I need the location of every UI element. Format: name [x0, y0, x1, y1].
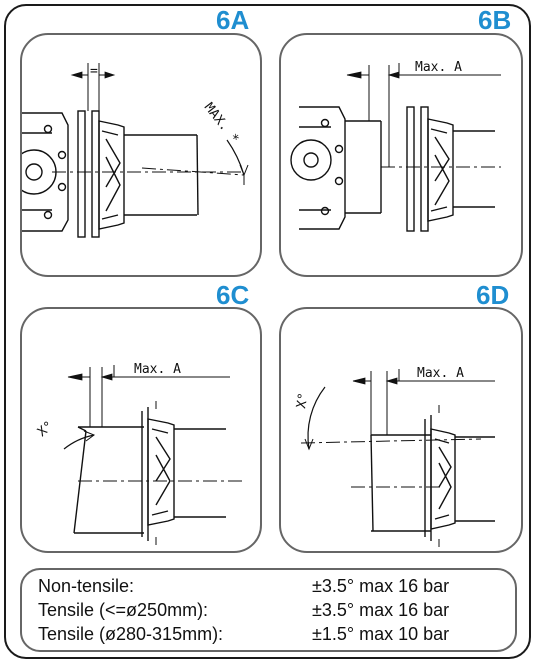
dim-label-6d: Max. A [417, 366, 464, 381]
panel-6b: Max. A [279, 33, 523, 277]
diagram-6d: Max. A X° [294, 366, 495, 547]
angle-label-6c: X° [35, 419, 57, 441]
dim-label-6c: Max. A [134, 362, 181, 377]
legend-label: Non-tensile: [38, 576, 135, 596]
diagram-6b: Max. A [290, 60, 501, 232]
diagram-6c: Max. A X° [35, 362, 242, 545]
legend-row-non-tensile: Non-tensile: ±3.5° max 16 bar [38, 576, 503, 598]
diagram-6a: = MAX. * [22, 63, 249, 238]
legend-row-tensile-small: Tensile (<=ø250mm): ±3.5° max 16 bar [38, 600, 503, 622]
angle-label-6d: X° [294, 392, 311, 410]
panel-label-6b: 6B [478, 5, 512, 35]
panel-label-6c: 6C [216, 280, 250, 310]
dim-label-6b: Max. A [415, 60, 462, 75]
panel-6d: Max. A X° [279, 307, 523, 553]
legend-label: Tensile (<=ø250mm): [38, 600, 209, 620]
dim-label-6a: = [90, 64, 98, 79]
legend-value: ±3.5° max 16 bar [312, 576, 450, 596]
pressure-legend: Non-tensile: ±3.5° max 16 bar Tensile (<… [20, 568, 517, 652]
panel-label-6a: 6A [216, 5, 250, 35]
legend-label: Tensile (ø280-315mm): [38, 624, 224, 644]
panel-6c: Max. A X° [20, 307, 262, 553]
panel-label-6d: 6D [476, 280, 510, 310]
panel-6a: = MAX. * [20, 33, 262, 277]
legend-value: ±1.5° max 10 bar [312, 624, 450, 644]
legend-value: ±3.5° max 16 bar [312, 600, 450, 620]
angle-label-6a: MAX. * [201, 100, 242, 146]
legend-row-tensile-large: Tensile (ø280-315mm): ±1.5° max 10 bar [38, 624, 503, 646]
outer-frame [4, 4, 531, 659]
